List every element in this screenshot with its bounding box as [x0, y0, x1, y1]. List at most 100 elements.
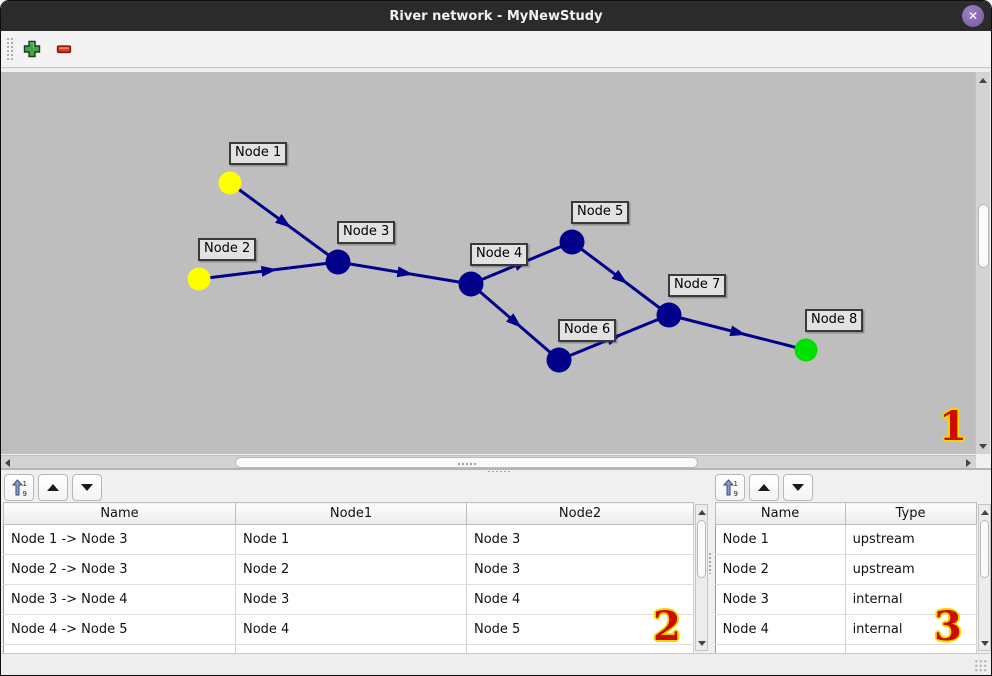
table-cell[interactable]: Node 1 -> Node 3	[3, 524, 236, 555]
up-triangle-icon	[757, 484, 770, 491]
network-svg	[187, 171, 818, 373]
column-header[interactable]: Name	[3, 502, 236, 525]
network-node[interactable]	[187, 267, 211, 291]
table-cell[interactable]: Node 3	[466, 524, 694, 555]
close-icon: ✕	[967, 9, 979, 23]
nodes-move-up-button[interactable]	[748, 474, 779, 501]
table-cell[interactable]: internal	[845, 614, 977, 645]
table-cell[interactable]: Node 4	[466, 584, 694, 615]
network-node[interactable]	[325, 249, 351, 275]
links-scroll-up-button[interactable]	[696, 506, 708, 518]
canvas-hscrollbar[interactable]	[1, 455, 976, 469]
scroll-up-button[interactable]	[977, 74, 989, 86]
table-cell[interactable]: Node 3	[235, 584, 467, 615]
table-cell[interactable]: Node 1	[235, 524, 467, 555]
links-move-down-button[interactable]	[72, 474, 102, 501]
column-header[interactable]: Name	[714, 502, 846, 525]
table-cell[interactable]: upstream	[845, 554, 977, 585]
statusbar	[1, 653, 991, 675]
network-node[interactable]	[546, 347, 572, 373]
svg-text:9: 9	[733, 490, 737, 498]
table-cell[interactable]: Node 3	[715, 584, 846, 615]
table-cell[interactable]: Node 2	[715, 554, 846, 585]
links-move-up-button[interactable]	[38, 474, 68, 501]
network-node[interactable]	[794, 338, 818, 362]
svg-text:9: 9	[23, 490, 27, 498]
vscrollbar-thumb[interactable]	[978, 204, 989, 268]
hscrollbar-thumb[interactable]	[235, 457, 698, 468]
table-cell	[715, 644, 846, 653]
add-node-button[interactable]	[19, 36, 45, 62]
table-cell[interactable]: internal	[845, 584, 977, 615]
table-cell[interactable]: Node 4	[715, 614, 846, 645]
links-table-scrollbar[interactable]	[695, 504, 708, 651]
scroll-left-button[interactable]	[1, 457, 13, 469]
nodes-scrollbar-thumb[interactable]	[979, 520, 989, 578]
nodes-table-scrollbar[interactable]	[977, 504, 991, 651]
table-cell[interactable]: Node 2	[235, 554, 467, 585]
node-label: Node 3	[337, 221, 396, 244]
up-triangle-icon	[47, 484, 59, 491]
node-label: Node 4	[470, 243, 529, 266]
column-header[interactable]: Node1	[235, 502, 467, 525]
table-cell[interactable]: upstream	[845, 524, 977, 555]
table-cell	[845, 644, 977, 653]
svg-text:1: 1	[23, 480, 27, 488]
table-cell	[235, 644, 467, 653]
table-cell[interactable]: Node 2 -> Node 3	[3, 554, 236, 585]
link-arrowhead-icon	[611, 269, 628, 284]
table-cell[interactable]: Node 3 -> Node 4	[3, 584, 236, 615]
network-node[interactable]	[559, 229, 585, 255]
scroll-right-button[interactable]	[962, 457, 974, 469]
node-label: Node 6	[558, 319, 617, 342]
resize-grip-icon[interactable]	[974, 659, 987, 672]
table-cell	[3, 644, 236, 653]
table-cell[interactable]: Node 3	[466, 554, 694, 585]
scroll-down-button[interactable]	[977, 440, 989, 452]
link-arrowhead-icon	[506, 313, 522, 328]
titlebar[interactable]: River network - MyNewStudy ✕	[1, 1, 991, 31]
link-arrowhead-icon	[729, 325, 747, 337]
table-cell[interactable]: Node 5	[466, 614, 694, 645]
toolbar	[1, 31, 991, 68]
close-button[interactable]: ✕	[962, 5, 984, 27]
table-cell[interactable]: Node 4	[235, 614, 467, 645]
links-sort-button[interactable]: 1 9	[4, 474, 34, 501]
nodes-move-down-button[interactable]	[782, 474, 813, 501]
node-label: Node 7	[668, 274, 727, 297]
column-header[interactable]: Type	[844, 502, 977, 525]
nodes-sort-button[interactable]: 1 9	[714, 474, 745, 501]
links-scroll-down-button[interactable]	[696, 637, 708, 649]
vertical-splitter[interactable]	[707, 472, 713, 653]
svg-text:1: 1	[733, 480, 737, 488]
links-scrollbar-thumb[interactable]	[697, 520, 706, 578]
column-header[interactable]: Node2	[466, 502, 694, 525]
network-node[interactable]	[458, 271, 484, 297]
canvas-vscrollbar[interactable]	[975, 72, 990, 454]
nodes-scroll-up-button[interactable]	[979, 506, 991, 518]
remove-node-button[interactable]	[51, 36, 77, 62]
table-cell[interactable]: Node 4 -> Node 5	[3, 614, 236, 645]
red-minus-icon	[56, 45, 72, 54]
node-label: Node 2	[198, 238, 257, 261]
network-node[interactable]	[218, 171, 242, 195]
table-cell[interactable]: Node 1	[715, 524, 846, 555]
nodes-scroll-down-button[interactable]	[979, 637, 991, 649]
table-row	[715, 644, 977, 653]
network-node[interactable]	[656, 302, 682, 328]
toolbar-drag-handle[interactable]	[5, 36, 13, 62]
